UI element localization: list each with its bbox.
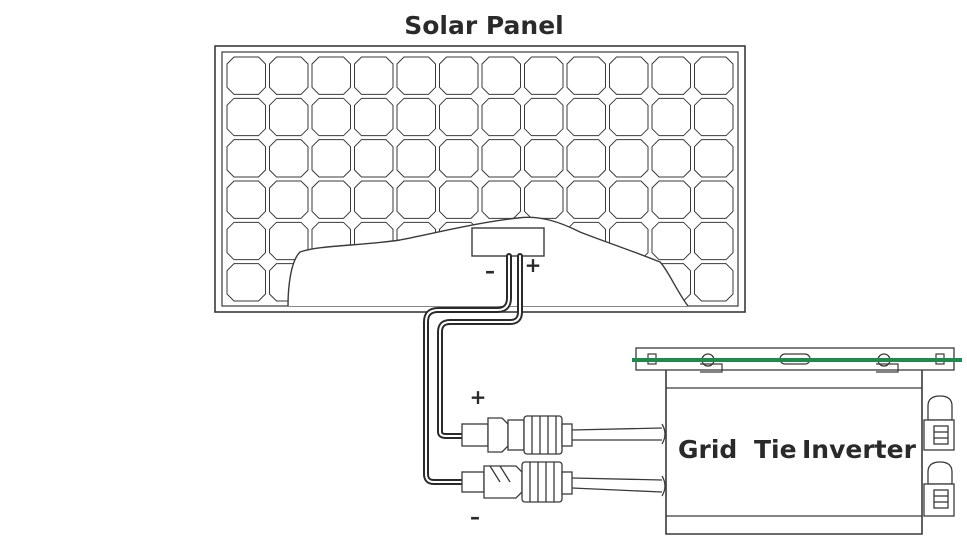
solar-cell [609,97,649,137]
solar-cell [609,56,649,95]
solar-cell [269,139,309,178]
solar-cell [226,56,266,95]
positive-cable-core [439,255,521,437]
solar-cell [651,221,691,261]
solar-cell [694,139,734,178]
solar-cell [396,56,436,95]
panel-title: Solar Panel [404,11,564,40]
connector-negative [461,461,573,503]
solar-cell [439,97,479,137]
dc-cables [423,253,523,485]
solar-cell [311,56,351,95]
solar-cell [651,180,691,219]
solar-cell [269,97,309,137]
solar-cell [524,97,564,137]
solar-cell [226,97,266,137]
solar-cell [354,97,394,137]
solar-cell [609,139,649,178]
solar-cell [651,97,691,137]
panel-negative-label: – [485,259,495,283]
inverter-label-inverter: Inverter [802,435,917,464]
connector-negative-label: – [470,505,480,529]
solar-cell [566,97,606,137]
solar-cell [524,56,564,95]
solar-cell [566,180,606,219]
solar-cell [226,139,266,178]
inverter-label-grid: Grid [678,435,737,464]
solar-cell [354,56,394,95]
solar-cell [566,56,606,95]
solar-cell [354,180,394,219]
solar-cell [481,97,521,137]
panel-positive-label: + [525,253,542,277]
solar-cell [694,56,734,95]
solar-cell [311,180,351,219]
solar-cell [226,221,266,261]
negative-cable-core [425,255,510,483]
solar-cell [609,180,649,219]
connector-positive [461,415,573,455]
solar-cell [524,180,564,219]
ac-gland-lower [923,461,955,517]
solar-cell [694,221,734,261]
solar-cell [439,56,479,95]
solar-cell [651,139,691,178]
grid-tie-inverter [632,347,962,535]
solar-cell [694,97,734,137]
solar-panel [214,45,746,313]
inverter-label-tie: Tie [754,435,797,464]
inverter-leads [571,423,666,497]
solar-cell [269,180,309,219]
solar-cell [311,139,351,178]
solar-cell [354,139,394,178]
solar-cell [439,139,479,178]
solar-cell [396,139,436,178]
solar-cell [269,56,309,95]
solar-cell [694,263,734,302]
solar-cell [651,56,691,95]
junction-box [471,227,545,257]
solar-cell [481,180,521,219]
solar-cell [311,97,351,137]
solar-cell [396,97,436,137]
solar-cell [481,56,521,95]
panel-cutout-edge [287,216,689,307]
ac-gland-upper [923,395,955,451]
connector-positive-label: + [470,385,487,409]
inverter-housing [665,370,923,535]
solar-cell [226,180,266,219]
solar-cell [566,139,606,178]
solar-cell [396,180,436,219]
solar-cell [694,180,734,219]
solar-cell [226,263,266,302]
solar-cell [524,139,564,178]
solar-cell [439,180,479,219]
solar-cell [481,139,521,178]
